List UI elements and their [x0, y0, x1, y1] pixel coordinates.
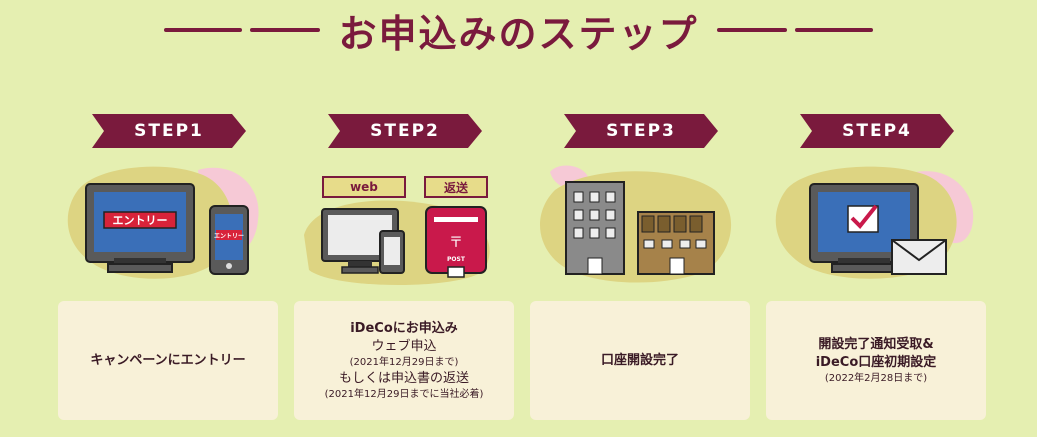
step-4-ribbon: STEP4 [800, 114, 954, 148]
step-1-illustration: エントリー エントリー [67, 166, 259, 279]
step-2-label: STEP2 [370, 121, 440, 141]
title-decoration-left [164, 28, 321, 32]
step-3: STEP3 口座開設完了 [530, 0, 750, 437]
page-title: お申込みのステップ [338, 11, 699, 56]
step-4-line-1: 開設完了通知受取& [818, 336, 934, 352]
web-tag: web [322, 176, 406, 198]
step-2-line-1: iDeCoにお申込み [350, 320, 458, 336]
step-2-line-4: もしくは申込書の返送 [338, 370, 469, 386]
step-4-illustration [775, 166, 974, 279]
step-2-illustration: 〒 POST [304, 200, 490, 285]
step-2-line-2: ウェブ申込 [371, 338, 437, 354]
step-4-label: STEP4 [842, 121, 912, 141]
step-2-line-3: (2021年12月29日まで) [349, 356, 459, 368]
phone-entry-text: エントリー [214, 233, 244, 240]
step-2-ribbon: STEP2 [328, 114, 482, 148]
step-4: STEP4 開設完了通知受取& iDeCo口座初期設定 (2022年2月28日ま… [766, 0, 986, 437]
step-2-line-5: (2021年12月29日までに当社必着) [324, 388, 484, 400]
step-3-label: STEP3 [606, 121, 676, 141]
step-3-illustration [540, 165, 732, 283]
title-decoration-right [716, 28, 873, 32]
step-3-text: 口座開設完了 [600, 352, 679, 368]
step-2: STEP2 web 返送 〒 POST iDeCoにお申込み ウェブ申込 (20… [294, 0, 514, 437]
step-4-line-2: iDeCo口座初期設定 [815, 354, 937, 370]
step-4-line-3: (2022年2月28日まで) [824, 372, 928, 384]
step-3-ribbon: STEP3 [564, 114, 718, 148]
svg-text:〒: 〒 [449, 235, 463, 251]
step-2-card: iDeCoにお申込み ウェブ申込 (2021年12月29日まで) もしくは申込書… [294, 301, 514, 420]
post-text: POST [447, 256, 466, 263]
step-1-ribbon: STEP1 [92, 114, 246, 148]
step-1: STEP1 エントリー エントリー キャンペーンにエントリー [58, 0, 278, 437]
return-tag: 返送 [424, 176, 488, 198]
step-1-label: STEP1 [134, 121, 204, 141]
header: お申込みのステップ [0, 0, 1037, 60]
step-1-card: キャンペーンにエントリー [58, 301, 278, 420]
step-3-card: 口座開設完了 [530, 301, 750, 420]
step-1-text: キャンペーンにエントリー [90, 352, 246, 368]
step-4-card: 開設完了通知受取& iDeCo口座初期設定 (2022年2月28日まで) [766, 301, 986, 420]
screen-entry-text: エントリー [113, 214, 168, 227]
